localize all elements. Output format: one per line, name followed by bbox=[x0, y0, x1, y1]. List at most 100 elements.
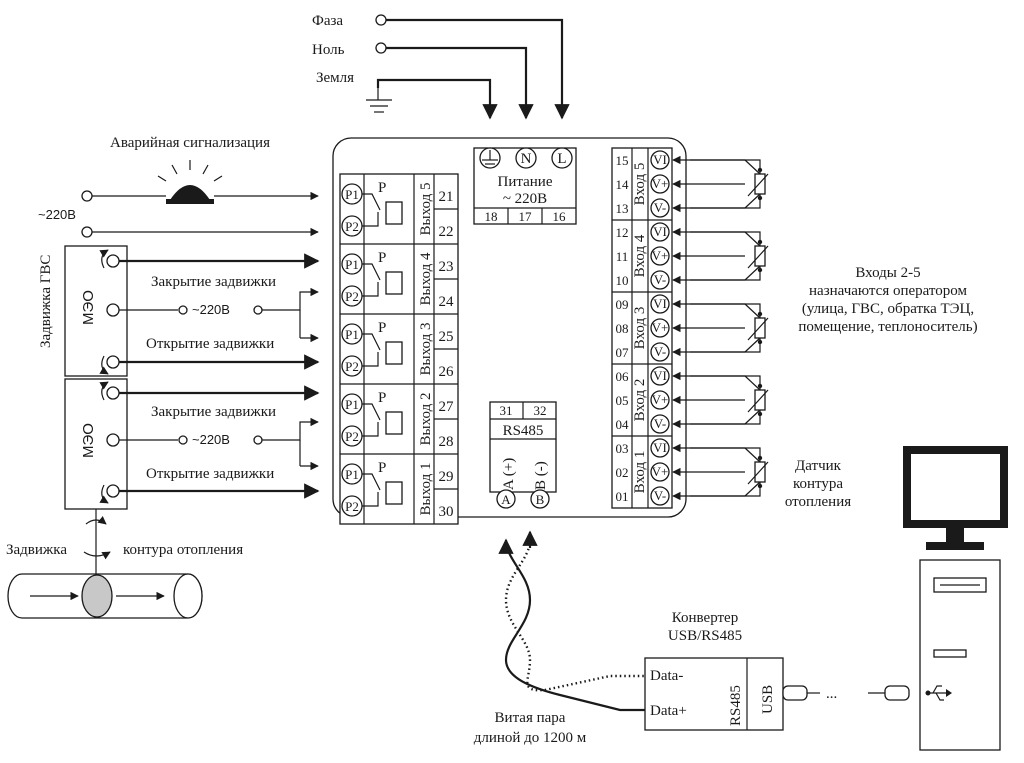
cable-note-1: Витая пара bbox=[495, 710, 566, 726]
svg-text:17: 17 bbox=[519, 209, 533, 224]
rs485-b-label: B (-) bbox=[533, 461, 549, 490]
thermistor-icon bbox=[754, 173, 766, 195]
alarm-section: Аварийная сигнализация ~220В bbox=[38, 135, 319, 238]
input-pin-label: V+ bbox=[652, 248, 669, 263]
input-pin bbox=[650, 222, 670, 242]
input-terminal: 06 bbox=[616, 369, 630, 384]
output-name: Выход 1 bbox=[418, 463, 434, 516]
relay-coil-icon bbox=[385, 201, 403, 225]
relay-p1-label: P1 bbox=[345, 327, 359, 342]
output-terminal: 28 bbox=[439, 434, 454, 450]
sensor-wire bbox=[690, 159, 761, 209]
rs485-title: RS485 bbox=[503, 423, 544, 439]
output-terminal: 27 bbox=[439, 399, 455, 415]
alarm-supply-label: ~220В bbox=[38, 207, 76, 222]
input-pin bbox=[650, 414, 670, 434]
input-terminal: 04 bbox=[616, 417, 630, 432]
output-terminal: 25 bbox=[439, 329, 454, 345]
input-pin bbox=[650, 486, 670, 506]
thermistor-icon bbox=[754, 245, 766, 267]
relay-symbol-label: P bbox=[378, 320, 386, 336]
output-name: Выход 4 bbox=[418, 252, 434, 305]
input-pin-label: V- bbox=[654, 488, 667, 503]
input-name: Вход 5 bbox=[632, 163, 648, 206]
input-pin-label: VI bbox=[653, 152, 667, 167]
sensor-wire bbox=[690, 231, 761, 281]
rs485-a-pin bbox=[496, 489, 516, 509]
rs485-a-label: A (+) bbox=[501, 458, 517, 490]
heating-close-label: Закрытие задвижки bbox=[151, 404, 276, 420]
input-pin-label: V- bbox=[654, 416, 667, 431]
hws-close-label: Закрытие задвижки bbox=[151, 274, 276, 290]
neutral-terminal bbox=[375, 42, 387, 54]
ground-symbol-icon bbox=[366, 88, 392, 113]
svg-text:16: 16 bbox=[553, 209, 567, 224]
inputs-note-1: Входы 2-5 bbox=[855, 265, 920, 281]
inputs-note-3: (улица, ГВС, обратка ТЭЦ, bbox=[802, 301, 974, 317]
hws-valve-section: Задвижка ГВС МЭО ~220В Закрытие задвижки… bbox=[38, 245, 320, 377]
heating-open-label: Открытие задвижки bbox=[146, 466, 274, 482]
twisted-pair-cable: Витая пара длиной до 1200 м bbox=[474, 530, 645, 746]
relay-p1-label: P1 bbox=[345, 187, 359, 202]
usb-rs485-converter: Конвертер USB/RS485 Data- Data+ RS485 US… bbox=[644, 610, 910, 731]
hws-valve-label: Задвижка ГВС bbox=[38, 255, 54, 348]
relay-p1-label: P1 bbox=[345, 257, 359, 272]
svg-text:32: 32 bbox=[534, 403, 547, 418]
input-pin bbox=[650, 342, 670, 362]
neutral-wire bbox=[386, 46, 534, 120]
converter-title-1: Конвертер bbox=[672, 610, 738, 626]
relay-contact-icon bbox=[362, 193, 381, 211]
relay-contact-icon bbox=[362, 473, 381, 491]
converter-data-minus: Data- bbox=[650, 668, 683, 684]
usb-plug-icon-2 bbox=[884, 685, 910, 701]
sensor-note-2: контура bbox=[793, 476, 843, 492]
relay-symbol-label: P bbox=[378, 180, 386, 196]
relay-p2-label: P2 bbox=[345, 219, 359, 234]
pipe-valve-label-2: контура отопления bbox=[123, 542, 243, 558]
svg-text:L: L bbox=[557, 151, 566, 167]
converter-rs485-label: RS485 bbox=[728, 685, 744, 726]
relay-coil-icon bbox=[385, 411, 403, 435]
input-terminal: 01 bbox=[616, 489, 629, 504]
relay-p2-label: P2 bbox=[345, 359, 359, 374]
input-terminal: 09 bbox=[616, 297, 629, 312]
output-terminal: 29 bbox=[439, 469, 454, 485]
input-pin-label: V+ bbox=[652, 176, 669, 191]
input-terminal: 12 bbox=[616, 225, 629, 240]
thermistor-icon bbox=[754, 461, 766, 483]
input-pin-label: V+ bbox=[652, 464, 669, 479]
input-pin bbox=[650, 246, 670, 266]
svg-text:31: 31 bbox=[500, 403, 513, 418]
input-terminal: 05 bbox=[616, 393, 629, 408]
relay-symbol-label: P bbox=[378, 250, 386, 266]
input-pin bbox=[650, 318, 670, 338]
input-terminal: 13 bbox=[616, 201, 629, 216]
svg-text:18: 18 bbox=[485, 209, 498, 224]
phase-pin bbox=[551, 147, 573, 169]
relay-contact-icon bbox=[362, 263, 381, 281]
input-terminal: 08 bbox=[616, 321, 629, 336]
converter-data-plus: Data+ bbox=[650, 703, 687, 719]
relay-symbol-label: P bbox=[378, 390, 386, 406]
sensor-note-3: отопления bbox=[785, 494, 851, 510]
usb-plug-icon bbox=[782, 685, 808, 701]
input-pin bbox=[650, 270, 670, 290]
output-terminal: 26 bbox=[439, 364, 455, 380]
relay-coil-icon bbox=[385, 341, 403, 365]
cable-note-2: длиной до 1200 м bbox=[474, 730, 587, 746]
input-name: Вход 1 bbox=[632, 451, 648, 494]
neutral-label: Ноль bbox=[312, 42, 345, 58]
input-pin bbox=[650, 174, 670, 194]
input-pin-label: VI bbox=[653, 368, 667, 383]
relay-contact-icon bbox=[362, 333, 381, 351]
input-terminal: 11 bbox=[616, 249, 629, 264]
input-pin-label: V+ bbox=[652, 320, 669, 335]
output-terminal: 24 bbox=[439, 294, 455, 310]
phase-terminal bbox=[375, 14, 387, 26]
usb-symbol-icon bbox=[925, 685, 952, 701]
sensor-wire bbox=[690, 447, 761, 497]
input-terminal: 02 bbox=[616, 465, 629, 480]
relay-coil-icon bbox=[385, 271, 403, 295]
input-terminal: 14 bbox=[616, 177, 630, 192]
